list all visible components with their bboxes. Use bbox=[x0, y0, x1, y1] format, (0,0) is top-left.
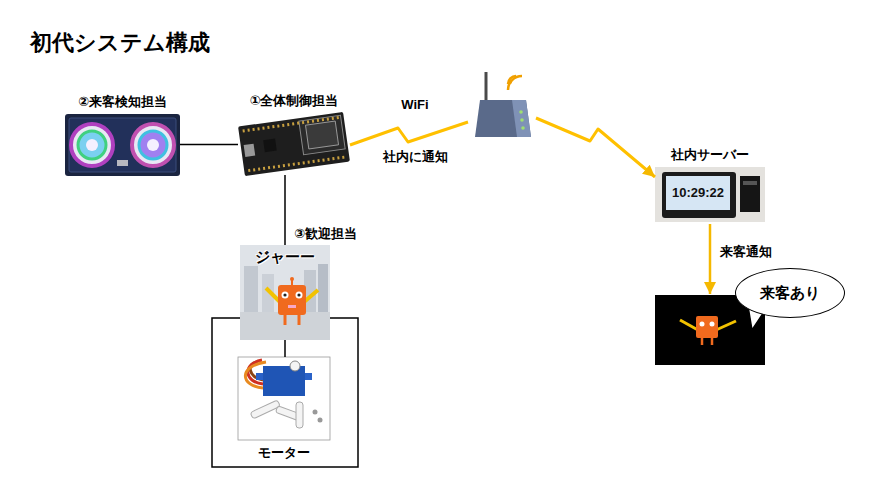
robot-mouth bbox=[288, 305, 296, 308]
sensor-eye bbox=[86, 139, 98, 151]
robot-antenna bbox=[290, 277, 294, 281]
board-pcb bbox=[238, 112, 350, 176]
robot-eye bbox=[700, 322, 705, 327]
board-module bbox=[299, 115, 345, 155]
building bbox=[318, 264, 328, 312]
robot-arm bbox=[680, 320, 698, 330]
node-label: モーター bbox=[258, 445, 310, 461]
robot-arm bbox=[716, 321, 736, 330]
router-antenna bbox=[485, 72, 488, 100]
picture-ground bbox=[238, 357, 330, 440]
wifi-wave bbox=[508, 76, 522, 90]
robot-eye bbox=[296, 292, 303, 299]
board-pins bbox=[243, 117, 340, 131]
sensor-eye bbox=[71, 124, 113, 166]
edge-label: 来客通知 bbox=[720, 244, 772, 260]
robot-arm bbox=[304, 290, 318, 302]
servo-horn bbox=[250, 400, 280, 419]
sensor-node: ②来客検知担当 bbox=[65, 114, 180, 176]
card-slot bbox=[743, 181, 757, 185]
node-label: 社内サーバー bbox=[671, 147, 749, 163]
board-usb bbox=[244, 144, 256, 157]
servo-picture bbox=[238, 357, 330, 440]
sensor-face bbox=[69, 118, 176, 172]
router-icon bbox=[475, 72, 531, 137]
server-picture bbox=[655, 167, 765, 222]
sensor-board bbox=[65, 114, 180, 176]
floor bbox=[240, 312, 330, 340]
picture-ground bbox=[240, 245, 330, 340]
robot-body bbox=[278, 285, 306, 315]
node-label: ③歓迎担当 bbox=[294, 226, 357, 242]
sensor-eye bbox=[132, 124, 174, 166]
edge-label: 社内に通知 bbox=[383, 149, 448, 165]
ultrasonic-sensor bbox=[65, 114, 180, 176]
connector bbox=[284, 340, 286, 357]
connector bbox=[350, 118, 655, 177]
diagram-title: 初代システム構成 bbox=[30, 30, 210, 56]
servo-screw bbox=[313, 410, 318, 415]
wifi-label: WiFi bbox=[401, 97, 428, 113]
board-pins bbox=[248, 157, 345, 171]
display-node: 来客あり bbox=[655, 295, 765, 365]
servo-screw bbox=[318, 418, 323, 423]
robot-leg bbox=[284, 315, 287, 325]
node-label: ②来客検知担当 bbox=[78, 94, 167, 110]
robot-eye bbox=[710, 322, 715, 327]
robot-eye bbox=[282, 292, 289, 299]
motor-node: モーター bbox=[238, 357, 330, 440]
router-led bbox=[521, 126, 525, 130]
board-shield bbox=[305, 121, 338, 149]
robot-pupil bbox=[283, 293, 286, 296]
robot-arm bbox=[266, 288, 280, 302]
robot-leg bbox=[298, 315, 301, 325]
tablet-screen bbox=[666, 176, 730, 210]
sensor-eye bbox=[147, 139, 159, 151]
board-chip bbox=[263, 139, 277, 153]
router-led bbox=[519, 110, 523, 114]
esp32-board bbox=[238, 112, 350, 176]
building bbox=[244, 266, 258, 312]
router-led bbox=[520, 118, 524, 122]
speech-bubble: 来客あり bbox=[735, 268, 845, 318]
robot-leg bbox=[701, 338, 704, 345]
robot-picture bbox=[240, 245, 330, 340]
servo-gear bbox=[290, 361, 300, 371]
servo-body bbox=[263, 366, 305, 396]
clock-readout: 10:29:22 bbox=[672, 185, 724, 201]
controller-node: ①全体制御担当 bbox=[238, 113, 350, 175]
robot-pupil bbox=[297, 293, 300, 296]
sensor-eye bbox=[78, 131, 106, 159]
tablet-bezel bbox=[662, 172, 736, 218]
connector bbox=[709, 224, 712, 294]
welcome-frame bbox=[212, 318, 358, 467]
connector bbox=[180, 144, 238, 146]
sensor-crystal bbox=[117, 160, 128, 166]
picture-ground bbox=[655, 167, 765, 222]
wifi-dot bbox=[508, 80, 512, 84]
router-side bbox=[512, 100, 531, 137]
connector bbox=[284, 175, 286, 245]
servo-horn bbox=[296, 402, 303, 428]
sensor-eye bbox=[139, 131, 167, 159]
sound-effect: ジャーー bbox=[255, 248, 315, 266]
node-label: ①全体制御担当 bbox=[249, 93, 338, 109]
robot-leg bbox=[711, 338, 714, 345]
robot-body bbox=[696, 316, 718, 338]
card-reader bbox=[740, 176, 760, 212]
router-body bbox=[475, 100, 531, 137]
